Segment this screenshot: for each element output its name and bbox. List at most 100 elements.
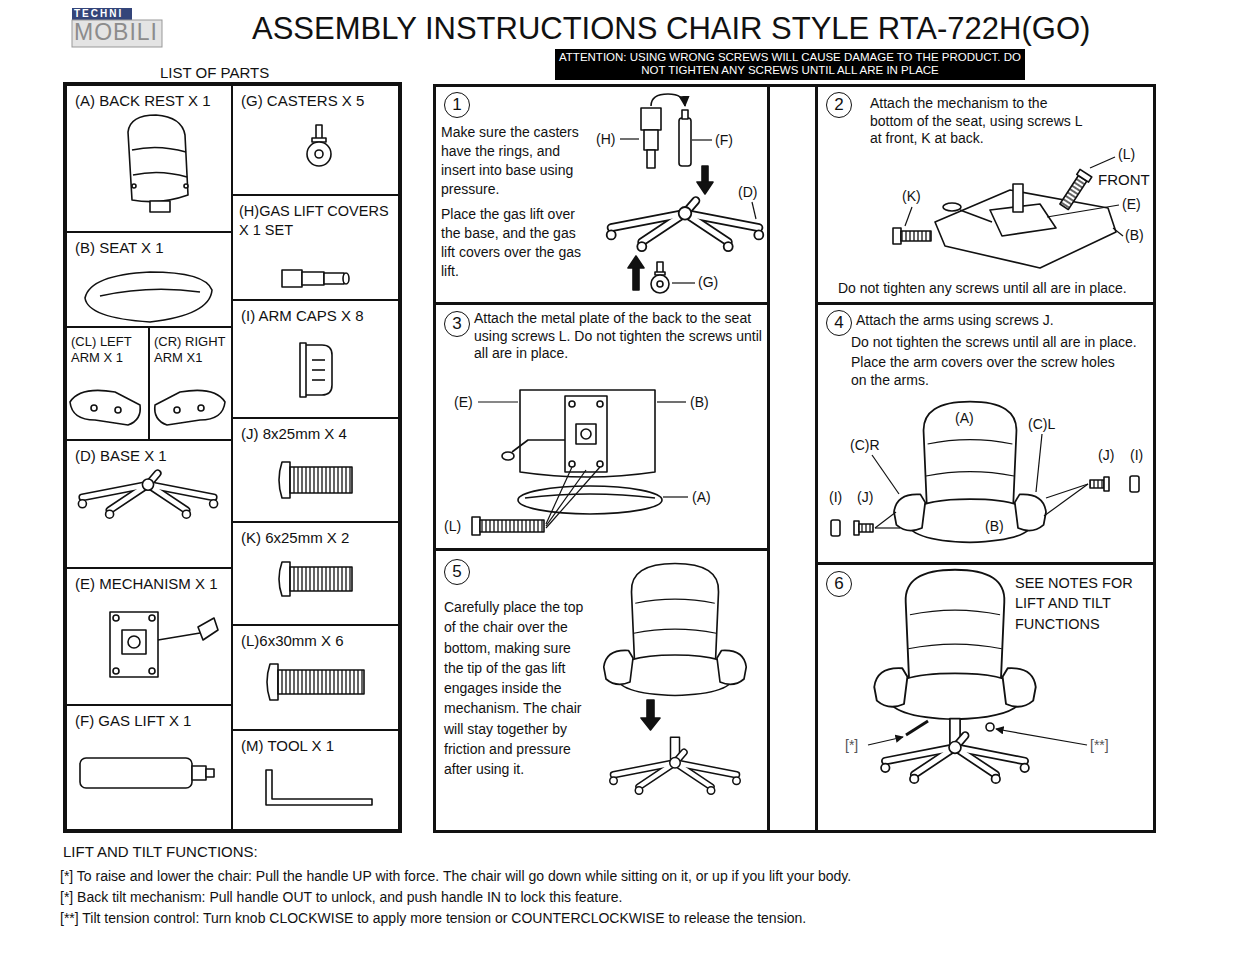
part-label: (CL) LEFT ARM X 1 — [71, 334, 148, 365]
part-illustrations — [70, 390, 140, 425]
step-illustrations — [682, 110, 688, 119]
step-illustrations — [604, 564, 747, 696]
step-illustrations — [1060, 176, 1087, 210]
part-cell: (M) TOOL X 1 — [232, 730, 399, 830]
part-illustrations — [113, 668, 119, 674]
part-cell: (H)GAS LIFT COVERS X 1 SET — [232, 195, 399, 300]
callout-label: (F) — [715, 132, 733, 148]
part-cell: (CL) LEFT ARM X 1 — [66, 327, 149, 440]
warning-text: ATTENTION: USING WRONG SCREWS WILL CAUSE… — [559, 51, 1021, 77]
step-illustrations — [874, 570, 1036, 720]
step-illustrations — [1090, 157, 1115, 168]
callout-label: (J) — [857, 489, 873, 505]
instruction-text: Do not tighten the screws until all are … — [851, 334, 1137, 351]
part-illustrations — [302, 272, 324, 285]
callout-label: (I) — [1130, 447, 1143, 463]
step-illustrations — [647, 150, 655, 168]
step-illustrations — [651, 275, 669, 293]
part-illustrations — [324, 273, 344, 284]
step-illustrations — [657, 401, 686, 402]
part-illustrations — [290, 467, 352, 493]
instruction-text: SEE NOTES FOR LIFT AND TILT FUNCTIONS — [1015, 573, 1149, 634]
part-label: (A) BACK REST X 1 — [75, 92, 211, 110]
part-label: (M) TOOL X 1 — [241, 737, 334, 755]
step-illustrations — [894, 402, 1046, 543]
step-number-text: 1 — [445, 93, 469, 117]
step-number: 6 — [826, 571, 852, 597]
step-illustrations — [679, 118, 691, 166]
part-label: (J) 8x25mm X 4 — [241, 425, 347, 443]
step-panel: Attach the metal plate of the back to th… — [433, 302, 770, 551]
step-illustrations — [1013, 184, 1023, 212]
part-cell: (D) BASE X 1 — [66, 440, 232, 568]
part-label: (L)6x30mm X 6 — [241, 632, 344, 650]
step-illustrations — [881, 719, 1029, 784]
part-cell: (A) BACK REST X 1 — [66, 85, 232, 232]
note-text: [**] Tilt tension control: Turn knob CLO… — [60, 910, 806, 926]
note-text: [*] Back tilt mechanism: Pull handle OUT… — [60, 889, 622, 905]
callout-label: (J) — [1098, 447, 1114, 463]
instruction-text: Attach the arms using screws J. — [856, 312, 1054, 329]
step-panel: SEE NOTES FOR LIFT AND TILT FUNCTIONS 6 — [815, 562, 1156, 833]
step-illustrations — [1077, 169, 1092, 182]
part-label: (H)GAS LIFT COVERS X 1 SET — [239, 202, 399, 240]
step-illustrations — [472, 517, 480, 535]
callout-label: (L) — [444, 518, 461, 534]
step-illustrations — [620, 138, 639, 139]
part-illustrations — [80, 758, 192, 788]
step-illustrations — [702, 166, 708, 182]
step-illustrations — [663, 496, 688, 497]
section-heading: LIFT AND TILT FUNCTIONS: — [63, 843, 258, 860]
step-illustrations — [893, 228, 901, 244]
step-number: 1 — [444, 92, 470, 118]
step-illustrations — [868, 729, 1087, 745]
part-label: (E) MECHANISM X 1 — [75, 575, 218, 593]
callout-label: (H) — [596, 131, 615, 147]
part-cell: (B) SEAT X 1 — [66, 232, 232, 327]
step-number: 4 — [826, 310, 852, 336]
part-illustrations — [279, 562, 290, 596]
part-cell: (E) MECHANISM X 1 — [66, 568, 232, 705]
callout-label: (A) — [692, 489, 711, 505]
step-illustrations — [641, 718, 660, 730]
part-cell: (CR) RIGHT ARM X1 — [149, 327, 232, 440]
step-panel: Carefully place the top of the chair ove… — [433, 548, 770, 833]
part-illustrations — [100, 289, 200, 296]
instruction-text: Make sure the casters have the rings, an… — [441, 123, 591, 199]
part-illustrations — [149, 668, 155, 674]
step-illustrations — [657, 281, 663, 287]
step-illustrations — [996, 729, 1087, 745]
callout-label: (K) — [902, 188, 921, 204]
part-illustrations — [133, 172, 187, 177]
step-illustrations — [644, 130, 658, 150]
callout-label: (I) — [829, 489, 842, 505]
step-illustrations — [525, 494, 655, 498]
step-illustrations — [607, 201, 764, 251]
step-illustrations — [1090, 480, 1104, 488]
step-illustrations — [581, 429, 591, 439]
step-panel: Make sure the casters have the rings, an… — [433, 84, 770, 305]
callout-label: (C)L — [1028, 416, 1055, 432]
step-illustrations — [672, 282, 695, 283]
part-illustrations — [316, 125, 322, 139]
step-illustrations — [647, 700, 654, 718]
step-illustrations — [512, 440, 565, 452]
step-illustrations — [752, 202, 756, 219]
callout-label: (B) — [985, 518, 1004, 534]
step-illustrations — [546, 467, 600, 528]
instruction-text: Place the gas lift over the base, and th… — [441, 205, 591, 281]
step-number-text: 6 — [827, 572, 851, 596]
part-illustrations — [158, 633, 200, 640]
instruction-text: Place the arm covers over the screw hole… — [851, 353, 1116, 389]
step-illustrations — [569, 401, 575, 407]
step-illustrations — [901, 231, 931, 241]
step-illustrations — [872, 455, 899, 494]
step-number: 2 — [826, 92, 852, 118]
part-illustrations — [312, 369, 325, 371]
part-illustrations — [132, 147, 186, 152]
part-illustrations — [307, 142, 331, 166]
step-illustrations — [520, 390, 655, 477]
part-illustrations — [174, 407, 180, 413]
